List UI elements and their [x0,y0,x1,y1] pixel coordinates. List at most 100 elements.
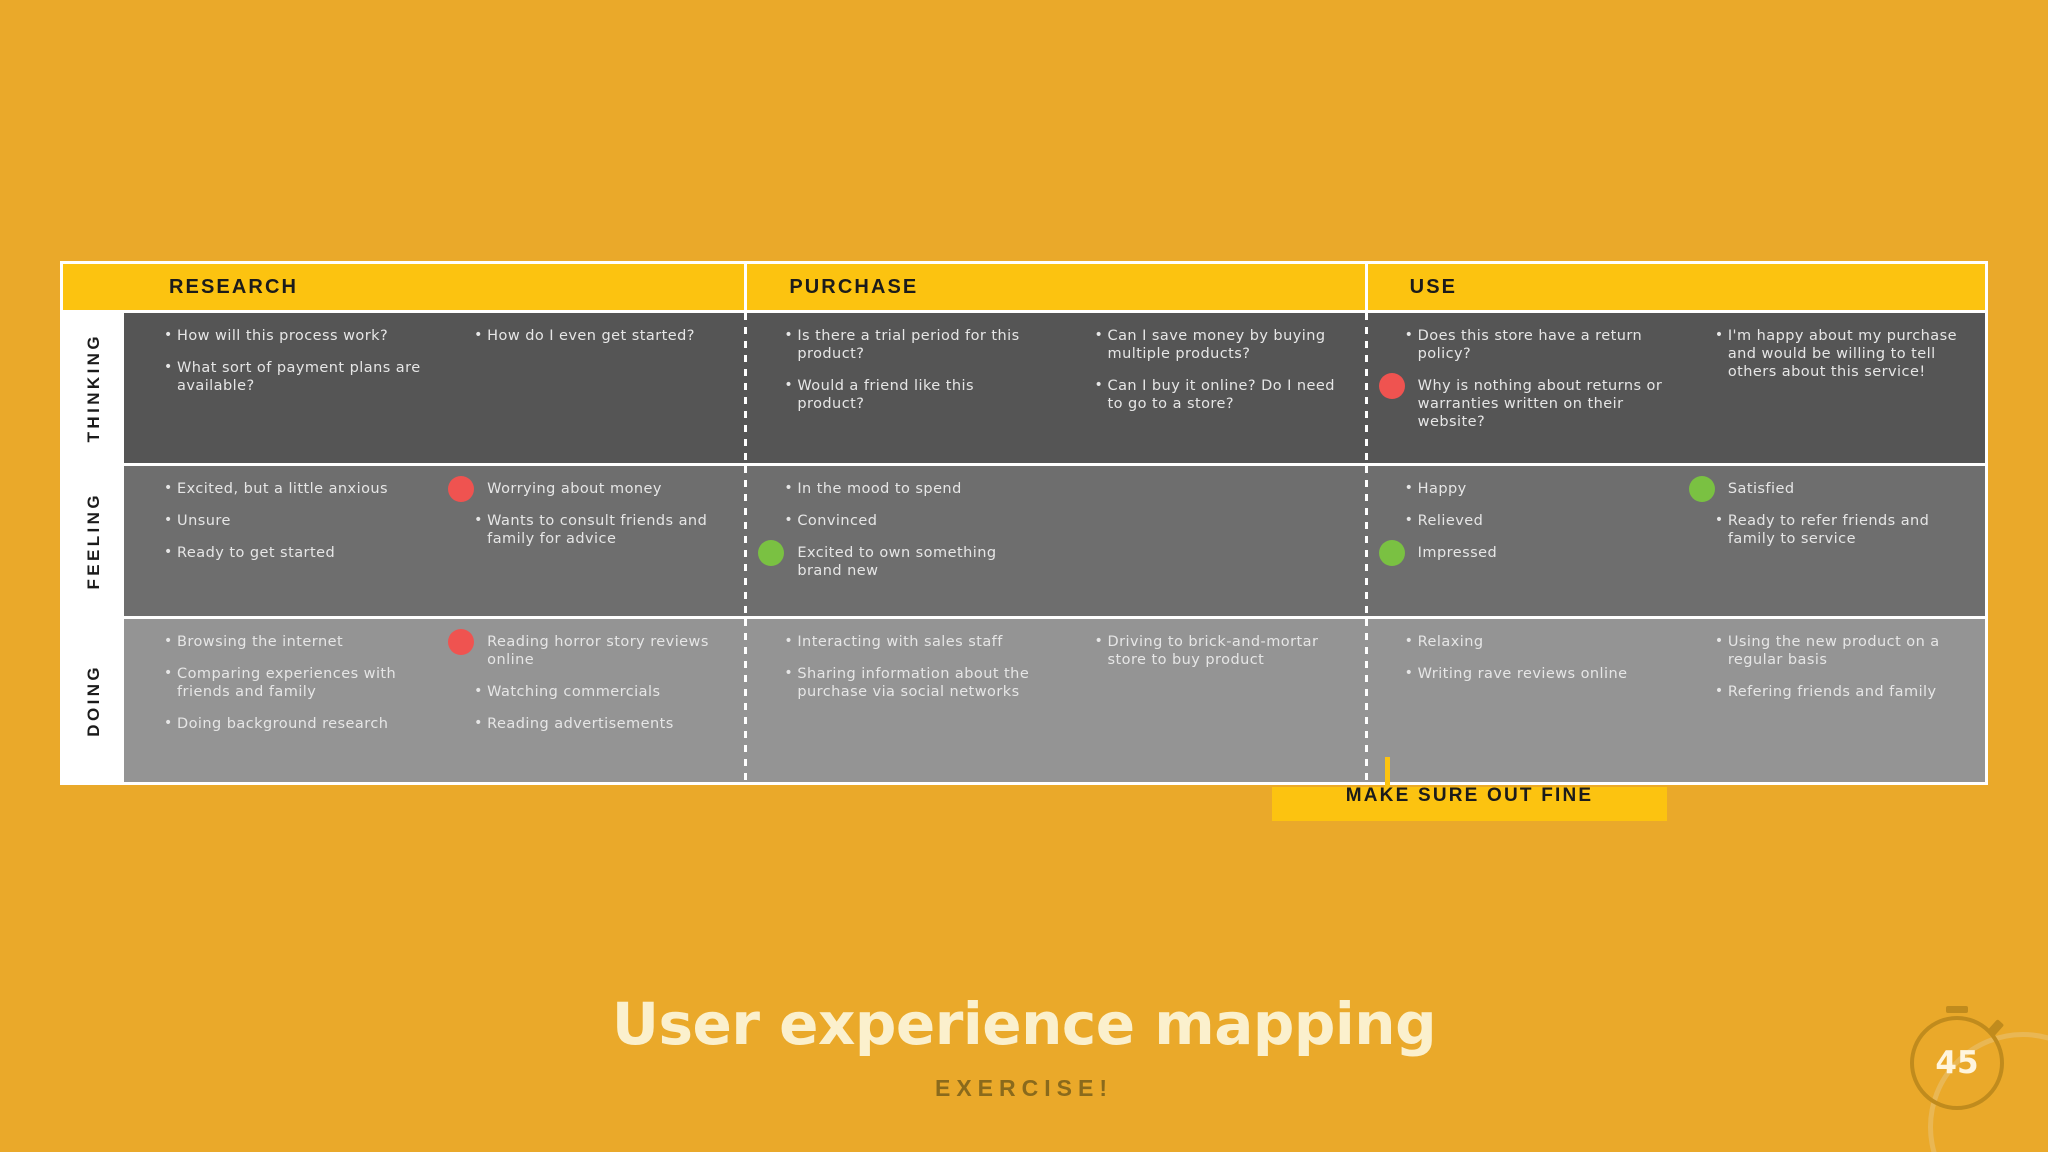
row-label-text: FEELING [83,492,103,590]
bullet-list: Excited, but a little anxiousUnsureReady… [164,479,422,562]
cell-feeling-use[interactable]: HappyRelievedImpressed SatisfiedReady to… [1364,466,1985,616]
bullet-list: Reading horror story reviews onlineWatch… [448,629,732,733]
subcolumn: In the mood to spendConvincedExcited to … [744,479,1054,606]
stage-header-research[interactable]: RESEARCH [124,264,744,310]
subcolumn: Can I save money by buying multiple prod… [1055,326,1365,453]
bullet-text: Interacting with sales staff [797,634,1003,650]
subcolumn: RelaxingWriting rave reviews online [1365,632,1675,772]
bullet-item: Ready to get started [164,543,422,562]
bullet-text: Reading horror story reviews online [487,634,709,668]
bullet-text: Excited to own something brand new [797,545,997,579]
subcolumn: Using the new product on a regular basis… [1675,632,1985,772]
subcolumn: Is there a trial period for this product… [744,326,1054,453]
journey-map-header: RESEARCH PURCHASE USE [63,264,1985,310]
cell-thinking-research[interactable]: How will this process work? What sort of … [124,313,744,463]
cell-doing-research[interactable]: Browsing the internetComparing experienc… [124,619,744,782]
bullet-text: Refering friends and family [1727,684,1937,700]
bullet-list: Driving to brick-and-mortar store to buy… [1095,632,1353,669]
cell-doing-use[interactable]: RelaxingWriting rave reviews online Usin… [1364,619,1985,782]
bullet-item: Why is nothing about returns or warranti… [1378,373,1663,431]
bullet-item: Refering friends and family [1715,682,1973,701]
bullet-text: Can I buy it online? Do I need to go to … [1107,378,1335,412]
subcolumn: SatisfiedReady to refer friends and fami… [1675,476,1985,606]
bullet-item: In the mood to spend [784,479,1042,498]
bullet-list: Worrying about moneyWants to consult fri… [448,476,732,548]
subcolumn: Reading horror story reviews onlineWatch… [434,629,744,772]
bullet-item: Would a friend like this product? [784,376,1042,413]
bullet-item: Unsure [164,511,422,530]
bullet-text: Excited, but a little anxious [177,481,389,497]
cell-feeling-purchase[interactable]: In the mood to spendConvincedExcited to … [744,466,1364,616]
row-label-feeling: FEELING [63,466,124,616]
bullet-text: Driving to brick-and-mortar store to buy… [1107,634,1319,668]
subcolumn: Driving to brick-and-mortar store to buy… [1055,632,1365,772]
bullet-list: SatisfiedReady to refer friends and fami… [1688,476,1973,548]
bullet-item: Worrying about money [448,476,732,502]
page-subtitle: EXERCISE! [935,1075,1113,1101]
cell-thinking-purchase[interactable]: Is there a trial period for this product… [744,313,1364,463]
bullet-item: Satisfied [1688,476,1973,502]
bullet-item: Relaxing [1405,632,1663,651]
stage-header-purchase[interactable]: PURCHASE [744,264,1364,310]
stopwatch-stem [1946,1006,1968,1013]
bullet-item: Using the new product on a regular basis [1715,632,1973,669]
bullet-item: Sharing information about the purchase v… [784,664,1042,701]
bullet-list: RelaxingWriting rave reviews online [1405,632,1663,683]
subcolumn: Does this store have a return policy?Why… [1365,326,1675,453]
occluded-callout[interactable]: MAKE SURE OUT FINE [1272,787,1667,821]
stopwatch-ring: 45 [1910,1016,2004,1110]
bullet-text: I'm happy about my purchase and would be… [1727,328,1957,380]
stage-header-use[interactable]: USE [1364,264,1985,310]
subcolumn: How will this process work? What sort of … [124,326,434,453]
bullet-item: How will this process work? [164,326,422,345]
stage-header-label: PURCHASE [789,275,919,298]
bullet-item: Reading horror story reviews online [448,629,732,669]
callout-pointer-stem [1385,757,1390,791]
bullet-item: Happy [1405,479,1663,498]
bullet-text: Browsing the internet [177,634,344,650]
positive-marker-icon [758,540,785,566]
map-row-feeling: FEELING Excited, but a little anxiousUns… [63,466,1985,616]
bullet-text: Worrying about money [487,481,662,497]
bullet-list: Does this store have a return policy?Why… [1378,326,1663,431]
cell-doing-purchase[interactable]: Interacting with sales staffSharing info… [744,619,1364,782]
bullet-item: Excited to own something brand new [758,540,1042,580]
bullet-item: Can I buy it online? Do I need to go to … [1095,376,1353,413]
bullet-text: Can I save money by buying multiple prod… [1107,328,1326,362]
bullet-text: Unsure [177,513,231,529]
bullet-item: Browsing the internet [164,632,422,651]
subcolumn [1055,480,1365,606]
subcolumn: How do I even get started? [434,326,744,453]
stage-header-label: USE [1409,275,1458,298]
bullet-item: Is there a trial period for this product… [784,326,1042,363]
bullet-text: Sharing information about the purchase v… [797,666,1030,700]
bullet-text: What sort of payment plans are available… [177,360,421,394]
cell-feeling-research[interactable]: Excited, but a little anxiousUnsureReady… [124,466,744,616]
row-label-text: THINKING [83,333,103,443]
bullet-text: Why is nothing about returns or warranti… [1417,378,1663,430]
row-label-text: DOING [83,664,103,737]
bullet-list: How will this process work? What sort of … [164,326,422,395]
bullet-text: Watching commercials [487,684,661,700]
bullet-item: Can I save money by buying multiple prod… [1095,326,1353,363]
bullet-text: Relaxing [1417,634,1484,650]
bullet-text: Would a friend like this product? [797,378,974,412]
bullet-list: How do I even get started? [474,326,732,345]
bullet-list: HappyRelievedImpressed [1378,479,1663,566]
map-row-doing: DOING Browsing the internetComparing exp… [63,619,1985,782]
bullet-text: Happy [1417,481,1467,497]
bullet-item: Wants to consult friends and family for … [474,511,732,548]
bullet-text: Relieved [1417,513,1484,529]
cell-thinking-use[interactable]: Does this store have a return policy?Why… [1364,313,1985,463]
bullet-item: Reading advertisements [474,714,732,733]
bullet-item: Doing background research [164,714,422,733]
row-label-thinking: THINKING [63,313,124,463]
bullet-item: Ready to refer friends and family to ser… [1715,511,1973,548]
bullet-text: Impressed [1417,545,1498,561]
bullet-text: Writing rave reviews online [1417,666,1628,682]
bullet-text: Is there a trial period for this product… [797,328,1020,362]
page-title: User experience mapping [611,990,1437,1058]
bullet-text: Ready to get started [177,545,336,561]
bullet-item: Excited, but a little anxious [164,479,422,498]
timer-value: 45 [1935,1045,1979,1081]
